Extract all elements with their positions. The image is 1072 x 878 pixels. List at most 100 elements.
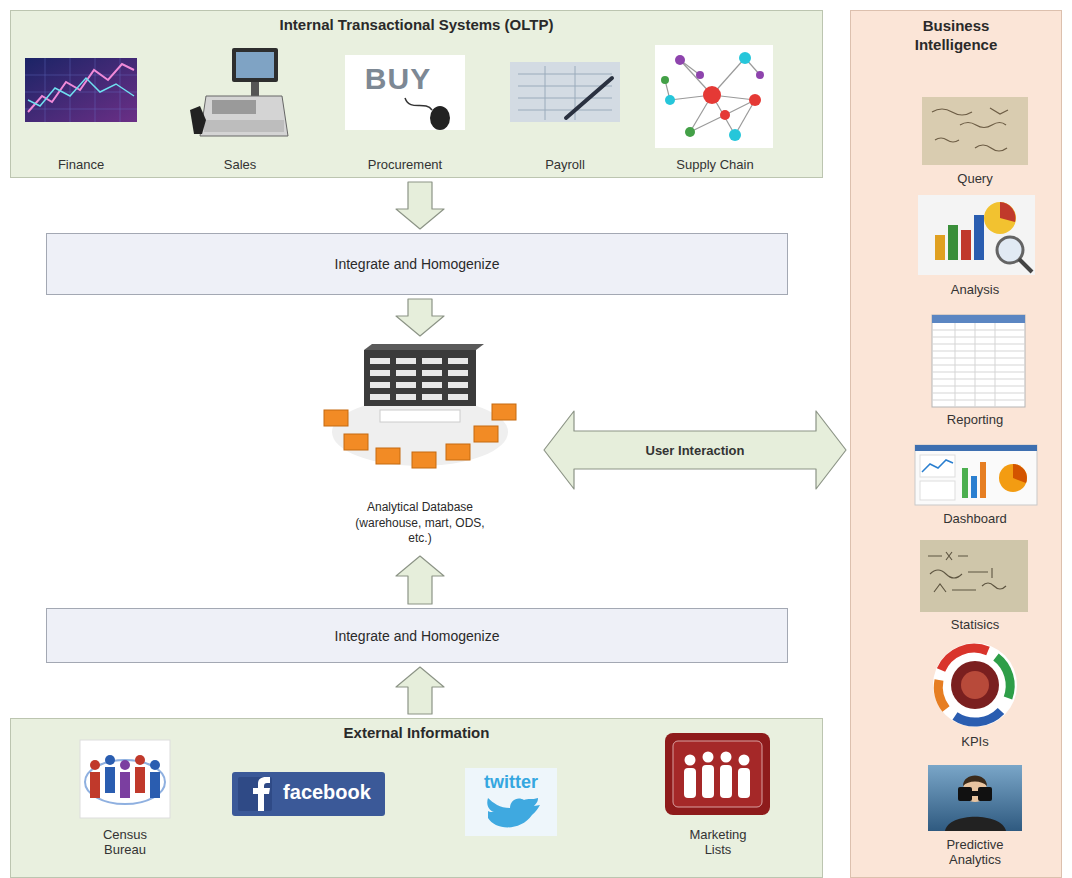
icon-shape bbox=[105, 755, 115, 765]
icon-shape bbox=[684, 752, 750, 799]
icon-shape bbox=[749, 94, 761, 106]
icon-shape bbox=[945, 817, 1006, 831]
icon-shape bbox=[696, 71, 704, 79]
bi-panel: Business IntelligenceQueryAnalysisReport… bbox=[850, 10, 1062, 878]
icon-shape bbox=[720, 110, 730, 120]
icon-shape bbox=[405, 98, 432, 110]
icon-shape bbox=[212, 100, 256, 114]
icon-shape bbox=[971, 476, 977, 498]
icon-shape bbox=[135, 767, 145, 793]
icon-shape bbox=[970, 791, 980, 796]
icon-shape bbox=[448, 370, 468, 376]
database-node: Analytical Database (warehouse, mart, OD… bbox=[300, 340, 540, 552]
icon-shape bbox=[364, 350, 476, 406]
icon-shape bbox=[204, 120, 284, 132]
icon-shape bbox=[665, 58, 760, 135]
icon-shape bbox=[25, 58, 137, 122]
icon-caption: Analysis bbox=[920, 283, 1030, 298]
icon-shape bbox=[370, 370, 390, 376]
icon-shape bbox=[933, 643, 1017, 727]
supply-chain-icon bbox=[655, 45, 773, 148]
reporting-icon bbox=[932, 315, 1025, 407]
icon-shape bbox=[422, 370, 442, 376]
icon-shape bbox=[920, 481, 955, 500]
icon-shape bbox=[690, 115, 725, 132]
icon-shape bbox=[721, 752, 732, 763]
icon-shape bbox=[932, 323, 1025, 407]
census-icon bbox=[80, 740, 170, 818]
icon-shape bbox=[80, 740, 170, 818]
icon-shape bbox=[396, 370, 416, 376]
icon-shape bbox=[465, 768, 557, 836]
icon-shape bbox=[685, 127, 695, 137]
icon-caption: Sales bbox=[190, 158, 290, 173]
icon-shape bbox=[324, 404, 516, 468]
icon-shape bbox=[661, 76, 669, 84]
sales-icon bbox=[190, 48, 288, 136]
icon-shape bbox=[702, 765, 714, 798]
process-band: Integrate and Homogenize bbox=[46, 608, 788, 663]
process-band: Integrate and Homogenize bbox=[46, 233, 788, 295]
marketing-icon bbox=[665, 733, 770, 815]
block-arrow bbox=[396, 556, 444, 604]
icon-shape bbox=[380, 410, 460, 422]
node-text: External Information bbox=[11, 724, 822, 743]
icon-shape bbox=[962, 468, 968, 498]
icon-shape bbox=[200, 96, 288, 136]
node-text: Integrate and Homogenize bbox=[335, 628, 500, 644]
arrow-label: User Interaction bbox=[644, 443, 747, 458]
icon-caption: Dashboard bbox=[920, 512, 1030, 527]
source-panel: External InformationCensus Bureaufaceboo… bbox=[10, 718, 823, 878]
icon-shape bbox=[120, 772, 130, 798]
icon-shape bbox=[28, 64, 134, 112]
icon-shape bbox=[446, 444, 470, 460]
bi-icons bbox=[851, 11, 1063, 878]
icon-shape bbox=[932, 108, 1008, 151]
facebook-logo bbox=[232, 772, 385, 816]
icon-shape bbox=[920, 455, 955, 477]
payroll-icon bbox=[510, 62, 620, 122]
icon-shape bbox=[370, 382, 390, 388]
block-arrow bbox=[396, 667, 444, 714]
icon-shape bbox=[655, 45, 773, 148]
icon-shape bbox=[1019, 259, 1032, 272]
node-text: Business Intelligence bbox=[891, 17, 1021, 55]
icon-shape bbox=[448, 382, 468, 388]
icon-caption: Finance bbox=[31, 158, 131, 173]
icon-shape bbox=[938, 680, 946, 709]
icon-shape bbox=[518, 66, 612, 120]
icon-shape bbox=[238, 777, 272, 811]
node-text: Internal Transactional Systems (OLTP) bbox=[11, 16, 822, 35]
icon-shape bbox=[370, 358, 390, 364]
predictive-icon bbox=[928, 765, 1022, 831]
icon-caption: Census Bureau bbox=[90, 828, 160, 858]
icon-shape bbox=[510, 62, 620, 122]
icon-shape bbox=[474, 426, 498, 442]
icon-caption: twitter bbox=[466, 772, 556, 793]
icon-shape bbox=[344, 434, 368, 450]
icon-shape bbox=[990, 108, 1008, 114]
icon-caption: KPIs bbox=[920, 735, 1030, 750]
icon-shape bbox=[673, 741, 762, 807]
icon-shape bbox=[120, 760, 130, 770]
icon-shape bbox=[999, 464, 1027, 492]
icon-shape bbox=[190, 106, 206, 134]
icon-shape bbox=[430, 106, 450, 130]
icon-shape bbox=[922, 460, 953, 472]
block-arrow bbox=[396, 299, 444, 336]
icon-shape bbox=[735, 100, 755, 135]
analysis-icon bbox=[918, 195, 1035, 275]
icon-shape bbox=[448, 394, 468, 400]
icon-shape bbox=[974, 215, 984, 260]
icon-shape bbox=[961, 230, 971, 260]
icon-shape bbox=[675, 55, 685, 65]
icon-shape bbox=[961, 671, 989, 699]
icon-shape bbox=[665, 95, 675, 105]
icon-shape bbox=[703, 86, 721, 104]
icon-shape bbox=[935, 235, 945, 260]
icon-caption: Marketing Lists bbox=[682, 828, 754, 858]
icon-shape bbox=[958, 787, 972, 801]
icon-shape bbox=[448, 358, 468, 364]
icon-shape bbox=[665, 733, 770, 815]
